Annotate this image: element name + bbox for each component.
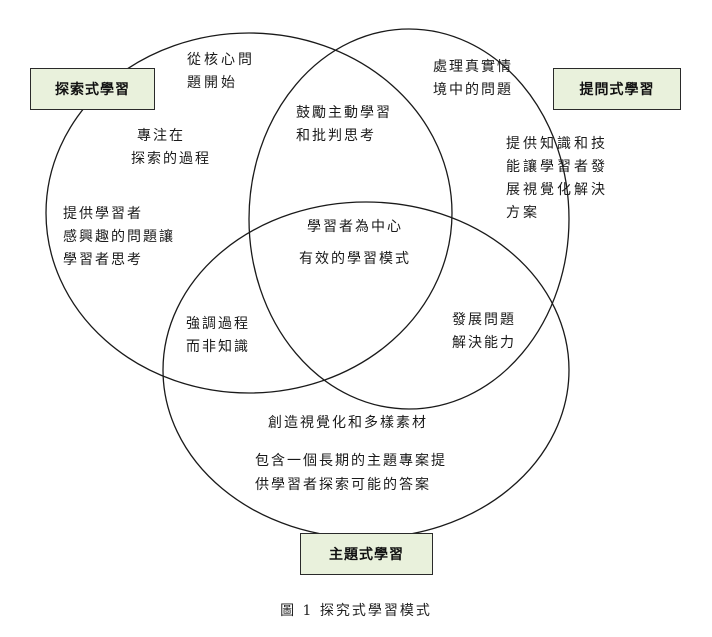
text-line: 探索的過程 [131,151,211,167]
text-line: 學習者為中心 [307,219,403,235]
figure-caption: 圖 1 探究式學習模式 [280,603,432,619]
text-line: 強調過程 [186,316,250,332]
center-text: 學習者為中心 有效的學習模式 [290,215,420,271]
text-line: 包含一個長期的主題專案提 [255,453,447,469]
text-line: 和批判思考 [296,128,376,144]
text-line: 能讓學習者發 [506,159,608,175]
text-line: 有效的學習模式 [299,251,411,267]
text-line: 境中的問題 [433,82,513,98]
text-line: 供學習者探索可能的答案 [255,477,431,493]
inquiry-circle [45,32,453,394]
text-line [290,239,420,247]
inquiry-thematic-text: 強調過程 而非知識 [186,313,250,359]
text-line: 提供知識和技 [506,136,608,152]
inquiry-interest-text: 提供學習者 感興趣的問題讓 學習者思考 [63,203,175,272]
text-line: 創造視覺化和多樣素材 [268,415,428,431]
questioning-top-text: 處理真實情 境中的問題 [433,56,513,102]
thematic-top-text: 創造視覺化和多樣素材 [268,412,428,435]
thematic-learning-label: 主題式學習 [300,533,433,575]
text-line: 而非知識 [186,339,250,355]
text-line: 處理真實情 [433,59,513,75]
inquiry-learning-label: 探索式學習 [30,68,155,110]
text-line: 從核心問 [187,52,255,68]
text-line: 發展問題 [452,312,516,328]
text-line: 專注在 [137,128,185,144]
text-line: 學習者思考 [63,252,143,268]
text-line: 鼓勵主動學習 [296,105,392,121]
text-line: 展視覺化解決 [506,182,608,198]
inquiry-questioning-text: 鼓勵主動學習 和批判思考 [296,102,392,148]
questioning-thematic-text: 發展問題 解決能力 [452,309,516,355]
questioning-side-text: 提供知識和技 能讓學習者發 展視覺化解決 方案 [506,133,608,225]
inquiry-focus-text: 專注在 探索的過程 [131,125,211,171]
thematic-bottom-text: 包含一個長期的主題專案提 供學習者探索可能的答案 [255,449,447,497]
text-line: 解決能力 [452,335,516,351]
text-line: 感興趣的問題讓 [63,229,175,245]
text-line: 提供學習者 [63,206,143,222]
text-line: 方案 [506,205,540,221]
inquiry-top-text: 從核心問 題開始 [187,49,255,95]
questioning-learning-label: 提問式學習 [553,68,681,110]
questioning-circle [248,28,570,410]
text-line: 題開始 [187,75,238,91]
